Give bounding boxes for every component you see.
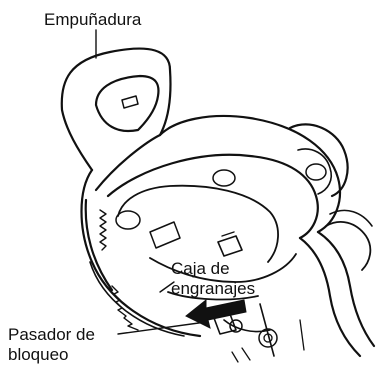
handle-opening [96,76,158,131]
switch-box [218,236,242,256]
gear-case-label-line2: engranajes [171,279,255,299]
blade-guard [82,170,201,336]
lock-pin-label-line2: bloqueo [8,345,95,365]
lock-pin-label-line1: Pasador de [8,325,95,345]
gear-case-label: Caja de engranajes [171,259,255,299]
blade-teeth [100,210,106,250]
motor-housing [96,116,340,232]
gear-case-label-line1: Caja de [171,259,255,279]
handle-label: Empuñadura [44,10,141,29]
lock-pin-label: Pasador de bloqueo [8,325,95,365]
housing-panel [118,186,278,262]
arm [300,238,360,356]
